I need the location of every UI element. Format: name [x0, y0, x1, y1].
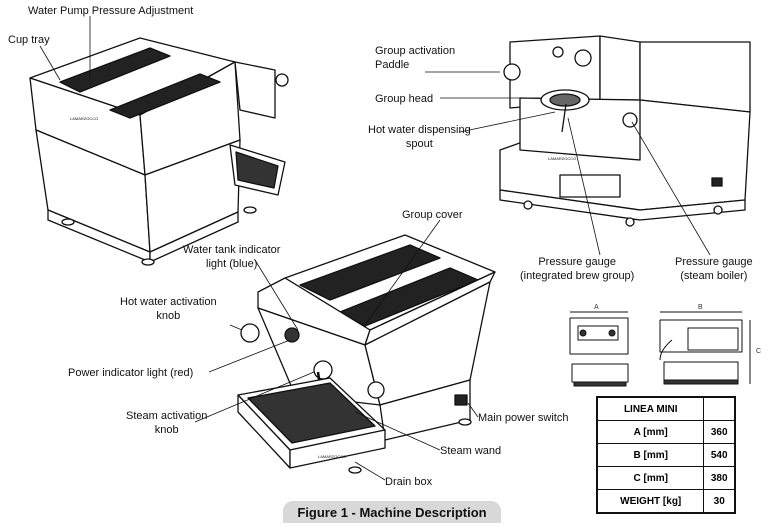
spec-row: C [mm] 380 — [596, 466, 736, 490]
svg-text:LAMARZOCCO: LAMARZOCCO — [70, 116, 98, 121]
spec-row: A [mm] 360 — [596, 420, 736, 444]
label-group-paddle: Group activation Paddle — [375, 45, 456, 71]
spec-key: B [mm] — [596, 443, 705, 467]
label-drain-box: Drain box — [385, 476, 433, 488]
label-tank-light: Water tank indicator light (blue) — [183, 244, 281, 270]
figure-caption: Figure 1 - Machine Description — [283, 501, 501, 523]
spec-row: B [mm] 540 — [596, 443, 736, 467]
dimension-drawings — [569, 311, 751, 387]
dim-b-label: B — [698, 304, 703, 311]
dim-a-label: A — [594, 304, 599, 311]
spec-header-row: LINEA MINI — [596, 396, 736, 421]
spec-key: WEIGHT [kg] — [596, 489, 705, 514]
spec-key: A [mm] — [596, 420, 705, 444]
label-steam-knob: Steam activation knob — [126, 410, 208, 436]
label-main-switch: Main power switch — [478, 412, 569, 424]
svg-text:LAMARZOCCO: LAMARZOCCO — [318, 454, 346, 459]
label-pressure-brew: Pressure gauge (integrated brew group) — [520, 256, 635, 282]
spec-table: LINEA MINI A [mm] 360 B [mm] 540 C [mm] … — [596, 396, 736, 514]
label-cup-tray: Cup tray — [8, 34, 50, 46]
svg-text:LAMARZOCCO: LAMARZOCCO — [548, 156, 576, 161]
label-water-pump: Water Pump Pressure Adjustment — [28, 5, 194, 17]
label-power-light: Power indicator light (red) — [68, 367, 194, 379]
spec-value: 360 — [703, 420, 736, 444]
label-pressure-steam: Pressure gauge (steam boiler) — [675, 256, 753, 282]
label-group-cover: Group cover — [402, 209, 463, 221]
spec-header: LINEA MINI — [596, 396, 705, 421]
label-hot-water-spout: Hot water dispensing spout — [368, 124, 471, 150]
machine-center: LAMARZOCCO — [237, 234, 496, 474]
label-hot-water-knob: Hot water activation knob — [120, 296, 217, 322]
machine-top-right: LAMARZOCCO — [499, 35, 751, 227]
label-group-head: Group head — [375, 93, 434, 105]
machine-top-left: LAMARZOCCO — [29, 37, 289, 266]
spec-key: C [mm] — [596, 466, 705, 490]
spec-value: 540 — [703, 443, 736, 467]
label-steam-wand: Steam wand — [440, 445, 502, 457]
dim-c-label: C — [756, 348, 762, 355]
spec-value: 380 — [703, 466, 736, 490]
spec-row: WEIGHT [kg] 30 — [596, 489, 736, 514]
spec-value: 30 — [703, 489, 736, 514]
leader-lines — [39, 16, 711, 481]
